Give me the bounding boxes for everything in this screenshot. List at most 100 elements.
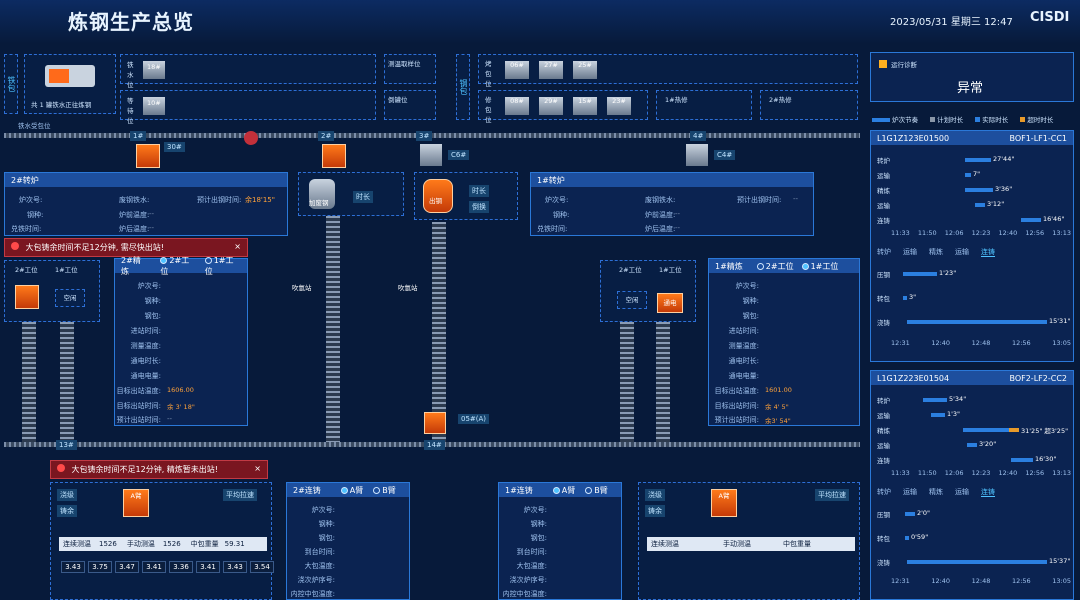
gantt-bar-label: 16'46"	[1043, 215, 1065, 223]
field-label: 炉后温度:	[119, 225, 150, 233]
field-label: 通电电量:	[130, 372, 161, 380]
gantt-bar-label: 27'44"	[993, 155, 1015, 163]
iron-pos2-tag: 10#	[147, 99, 161, 107]
pour-level-button[interactable]: 浇级	[57, 489, 77, 501]
gantt-bar-label: 16'30"	[1035, 455, 1057, 463]
gantt-bar-label: 2'0"	[917, 509, 931, 517]
iron-ladle-icon	[143, 97, 165, 115]
gantt-bar[interactable]	[905, 512, 915, 516]
gantt-bar[interactable]	[907, 560, 1047, 564]
steel-ladle[interactable]: 25#	[573, 61, 597, 79]
iron-pos1-tag: 18#	[147, 63, 161, 71]
heat-route: BOF1-LF1-CC1	[1009, 133, 1067, 143]
strand-speed: 3.36	[169, 561, 193, 573]
station-idle: 空闲	[55, 289, 85, 307]
caster1-panel: 1#连铸 A臂 B臂 炉次号: 钢种: 钢包: 到台时间: 大包温度: 浇次炉序…	[498, 482, 622, 600]
gantt-bar[interactable]	[1011, 458, 1033, 462]
target-temp: 1601.00	[765, 386, 792, 394]
tab-transport[interactable]: 运输	[955, 488, 969, 496]
gantt2-header: L1G1Z223E01504 BOF2-LF2-CC2	[871, 371, 1073, 385]
converter-state: 加废钢	[309, 199, 329, 207]
close-icon[interactable]: ×	[234, 242, 241, 251]
steel-ladle[interactable]: 08#	[505, 97, 529, 115]
gantt-bar[interactable]	[965, 158, 991, 162]
radio-icon[interactable]	[373, 486, 381, 494]
hot-repair-1: 1#热修	[656, 90, 752, 120]
argon-station-2: 吹氩站	[292, 284, 312, 292]
field-label: 到台时间:	[516, 548, 547, 556]
crane-14[interactable]: 14#	[424, 440, 445, 450]
tab-refining[interactable]: 精炼	[929, 248, 943, 256]
gantt1-header: L1G1Z123E01500 BOF1-LF1-CC1	[871, 131, 1073, 145]
overtime-bar[interactable]	[1009, 428, 1019, 432]
gantt-bar[interactable]	[965, 173, 971, 177]
steel-ladle[interactable]: 06#	[505, 61, 529, 79]
furnace2-title: 2#转炉	[5, 173, 287, 187]
field-label: 炉次号:	[735, 282, 759, 290]
steel-ladle[interactable]: 23#	[607, 97, 631, 115]
gantt-bar[interactable]	[1021, 218, 1041, 222]
crane-3[interactable]: 3#	[416, 131, 433, 141]
residual-button[interactable]: 铸余	[57, 505, 77, 517]
alarm-icon[interactable]	[244, 131, 258, 145]
field-label: 炉前温度:	[645, 211, 676, 219]
radio-icon[interactable]	[160, 257, 168, 264]
readout-label: 连续测温	[651, 540, 679, 548]
radio-icon[interactable]	[204, 257, 212, 264]
converter-icon	[309, 179, 335, 209]
gantt-bar[interactable]	[923, 398, 947, 402]
gantt-bar[interactable]	[905, 536, 909, 540]
strand-speed: 3.47	[115, 561, 139, 573]
radio-icon[interactable]	[756, 262, 764, 270]
gantt-bar-label: 1'23"	[939, 269, 957, 277]
steel-ladle[interactable]: 29#	[539, 97, 563, 115]
gantt-bar[interactable]	[907, 320, 1047, 324]
tab-transport[interactable]: 运输	[903, 488, 917, 496]
gantt-bar[interactable]	[903, 296, 907, 300]
gantt-row-label: 运输	[877, 442, 890, 450]
tab-transport[interactable]: 运输	[903, 248, 917, 256]
field-label: 预计出钢时间:	[197, 196, 242, 204]
gantt-bar[interactable]	[963, 428, 1009, 432]
gantt-row-label: 精炼	[877, 427, 890, 435]
radio-icon[interactable]	[340, 486, 348, 494]
gantt-bar[interactable]	[931, 413, 945, 417]
field-label: 废钢铁水:	[119, 196, 150, 204]
gantt-bar[interactable]	[965, 188, 993, 192]
crane-1[interactable]: 1#	[130, 131, 147, 141]
radio-icon[interactable]	[552, 486, 560, 494]
pour-level-button[interactable]: 浇级	[645, 489, 665, 501]
tab-converter[interactable]: 转炉	[877, 488, 891, 496]
gantt-bar[interactable]	[903, 272, 937, 276]
field-value: --	[149, 210, 155, 218]
field-label: 目标出站温度:	[714, 387, 759, 395]
ladle-tag-c6: C6#	[448, 150, 470, 160]
bake-label: 烤包位	[485, 60, 492, 88]
residual-button[interactable]: 铸余	[645, 505, 665, 517]
close-icon[interactable]: ×	[254, 464, 261, 473]
tab-transport[interactable]: 运输	[955, 248, 969, 256]
steel-ladle[interactable]: 15#	[573, 97, 597, 115]
tab-casting[interactable]: 连铸	[981, 488, 995, 497]
crane-2[interactable]: 2#	[318, 131, 335, 141]
tab-refining[interactable]: 精炼	[929, 488, 943, 496]
alert-icon	[11, 242, 19, 250]
gantt-bar[interactable]	[967, 443, 977, 447]
steel-ladle[interactable]: 27#	[539, 61, 563, 79]
field-label: 兑铁时间:	[11, 225, 42, 233]
gantt-bar[interactable]	[975, 203, 985, 207]
radio-icon[interactable]	[585, 486, 593, 494]
legend-swatch	[975, 117, 981, 122]
field-label: 炉次号:	[311, 506, 335, 514]
alert-icon	[57, 464, 65, 472]
tab-converter[interactable]: 转炉	[877, 248, 891, 256]
tab-casting[interactable]: 连铸	[981, 248, 995, 257]
crane-13[interactable]: 13#	[56, 440, 77, 450]
field-label: 大包温度:	[304, 562, 335, 570]
crane-4[interactable]: 4#	[690, 131, 707, 141]
radio-icon[interactable]	[801, 262, 809, 270]
